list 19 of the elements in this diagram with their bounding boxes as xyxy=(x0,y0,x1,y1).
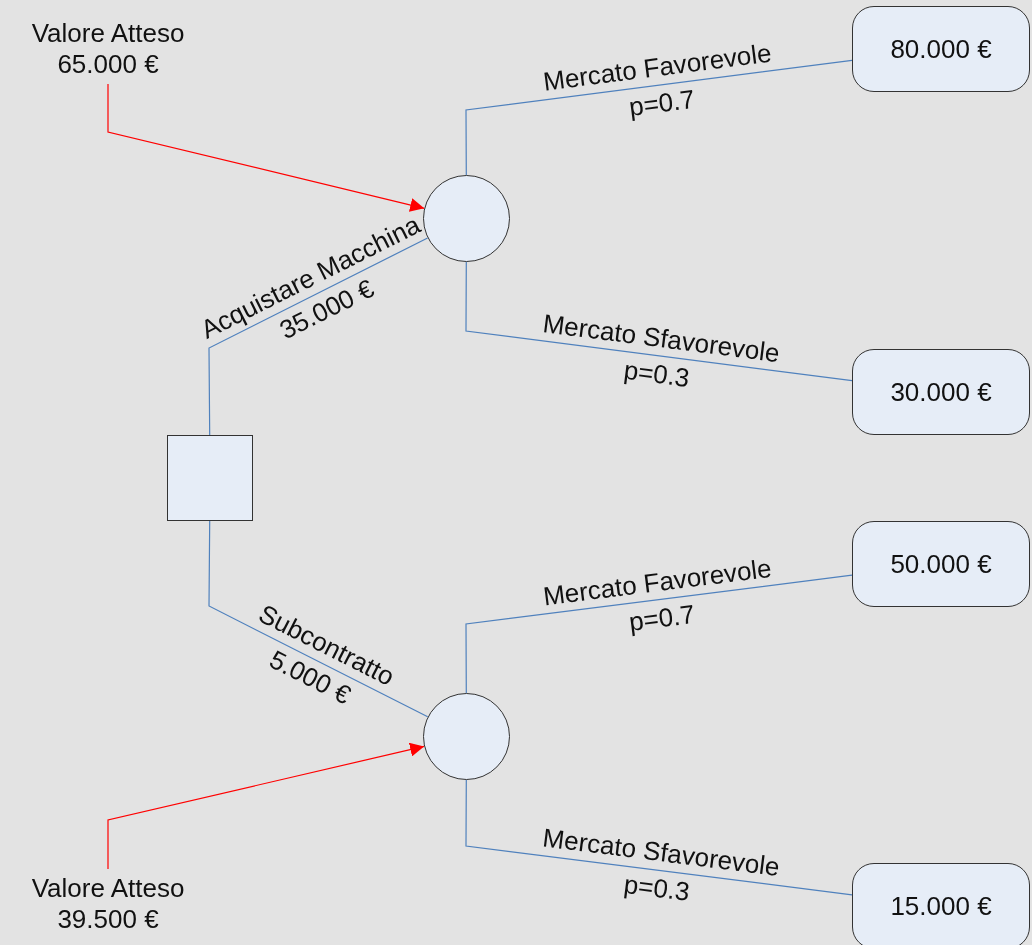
edge-label: Mercato Favorevole p=0.7 xyxy=(539,551,774,639)
payoff-box: 80.000 € xyxy=(852,6,1030,92)
edge-label: Mercato Sfavorevole p=0.3 xyxy=(540,821,783,910)
edge-label: Mercato Favorevole p=0.7 xyxy=(539,36,774,125)
branch-line xyxy=(208,520,429,718)
expected-value-text: Valore Atteso 65.000 € xyxy=(13,14,203,84)
payoff-box: 15.000 € xyxy=(852,863,1030,945)
branch-line xyxy=(465,261,853,382)
edge-label: Mercato Sfavorevole p=0.3 xyxy=(540,306,783,395)
payoff-box: 50.000 € xyxy=(852,521,1030,607)
branch-line xyxy=(465,779,853,896)
payoff-box: 30.000 € xyxy=(852,349,1030,435)
branch-line xyxy=(465,59,853,176)
branch-line xyxy=(465,574,853,694)
branch-line xyxy=(208,237,429,436)
arrow xyxy=(107,742,425,870)
decision-node-square xyxy=(167,435,253,521)
arrow xyxy=(107,83,425,212)
expected-value-text: Valore Atteso 39.500 € xyxy=(13,869,203,939)
